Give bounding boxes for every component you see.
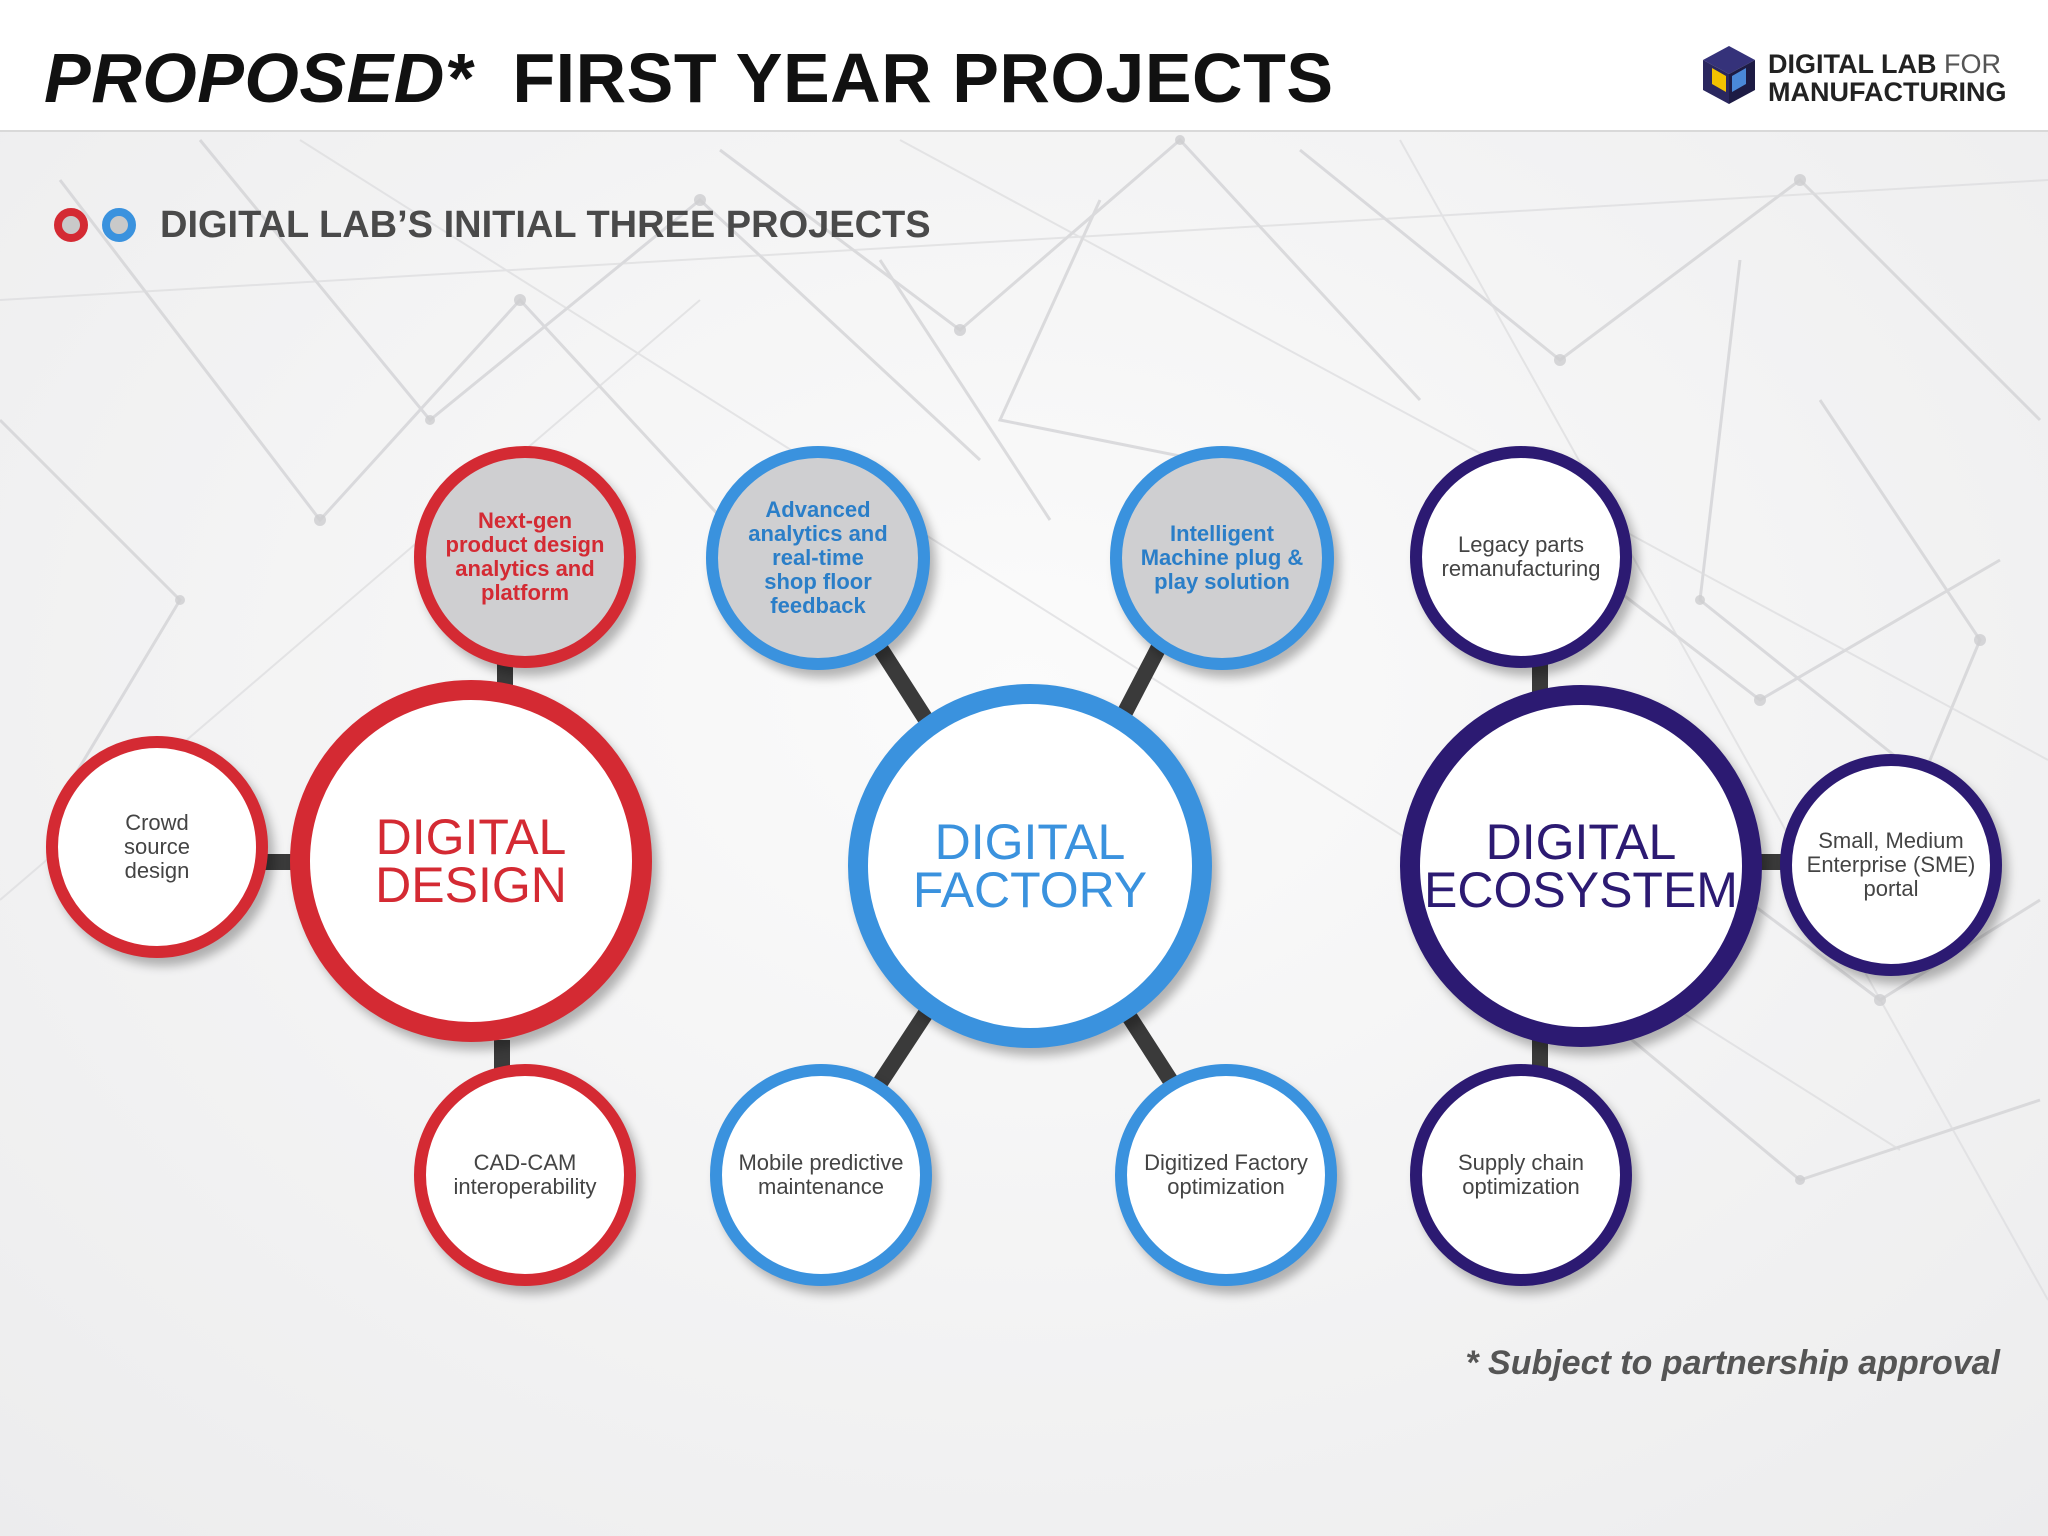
factory-node-advanced-analytics-label: Advanced analytics and real-time shop fl…	[748, 497, 888, 618]
factory-node-advanced-analytics: Advanced analytics and real-time shop fl…	[706, 446, 930, 670]
factory-node-digitized-optimization-label: Digitized Factory optimization	[1144, 1150, 1308, 1199]
design-node-cad-cam: CAD-CAM interoperability	[414, 1064, 636, 1286]
logo-line2: MANUFACTURING	[1768, 77, 2007, 107]
ecosystem-node-supply-chain-label: Supply chain optimization	[1458, 1150, 1584, 1199]
factory-node-predictive-maintenance-label: Mobile predictive maintenance	[738, 1150, 904, 1199]
ecosystem-node-supply-chain: Supply chain optimization	[1410, 1064, 1632, 1286]
design-node-next-gen: Next-gen product design analytics and pl…	[414, 446, 636, 668]
ecosystem-node-legacy-parts-label: Legacy parts remanufacturing	[1441, 532, 1601, 581]
footnote: * Subject to partnership approval	[1465, 1344, 2000, 1382]
header-bar: PROPOSED* FIRST YEAR PROJECTS DIGITAL LA…	[0, 0, 2048, 132]
design-node-next-gen-label: Next-gen product design analytics and pl…	[445, 508, 605, 605]
ecosystem-node-sme-portal: Small, Medium Enterprise (SME) portal	[1780, 754, 2002, 976]
factory-node-plug-play: Intelligent Machine plug & play solution	[1110, 446, 1334, 670]
logo-cube-icon	[1703, 46, 1755, 104]
connector-factory-tr	[1114, 641, 1168, 722]
title-main: FIRST YEAR PROJECTS	[512, 39, 1334, 117]
ecosystem-node-legacy-parts: Legacy parts remanufacturing	[1410, 446, 1632, 668]
factory-node-plug-play-label: Intelligent Machine plug & play solution	[1140, 521, 1304, 594]
red-bullet-icon	[54, 208, 88, 242]
page-title: PROPOSED* FIRST YEAR PROJECTS	[44, 38, 1334, 118]
design-node-cad-cam-label: CAD-CAM interoperability	[453, 1150, 597, 1199]
blue-bullet-icon	[102, 208, 136, 242]
factory-node-predictive-maintenance: Mobile predictive maintenance	[710, 1064, 932, 1286]
ecosystem-node-sme-portal-label: Small, Medium Enterprise (SME) portal	[1806, 828, 1976, 901]
logo-line1: DIGITAL LAB	[1768, 49, 1937, 79]
logo-text: DIGITAL LAB FOR MANUFACTURING	[1768, 50, 2006, 106]
design-node-crowd-source: Crowd source design	[46, 736, 268, 958]
subtitle-text: DIGITAL LAB’S INITIAL THREE PROJECTS	[160, 203, 931, 246]
connector-factory-bl	[873, 1005, 935, 1088]
connector-factory-tl	[868, 635, 932, 723]
logo-line1-light: FOR	[1944, 49, 2002, 79]
digital-lab-logo: DIGITAL LAB FOR MANUFACTURING	[1700, 44, 2020, 108]
title-prefix: PROPOSED*	[44, 39, 473, 117]
design-node-crowd-source-label: Crowd source design	[123, 810, 191, 883]
connector-factory-br	[1118, 1005, 1179, 1088]
factory-node-digitized-optimization: Digitized Factory optimization	[1115, 1064, 1337, 1286]
section-subtitle: DIGITAL LAB’S INITIAL THREE PROJECTS	[54, 200, 931, 250]
